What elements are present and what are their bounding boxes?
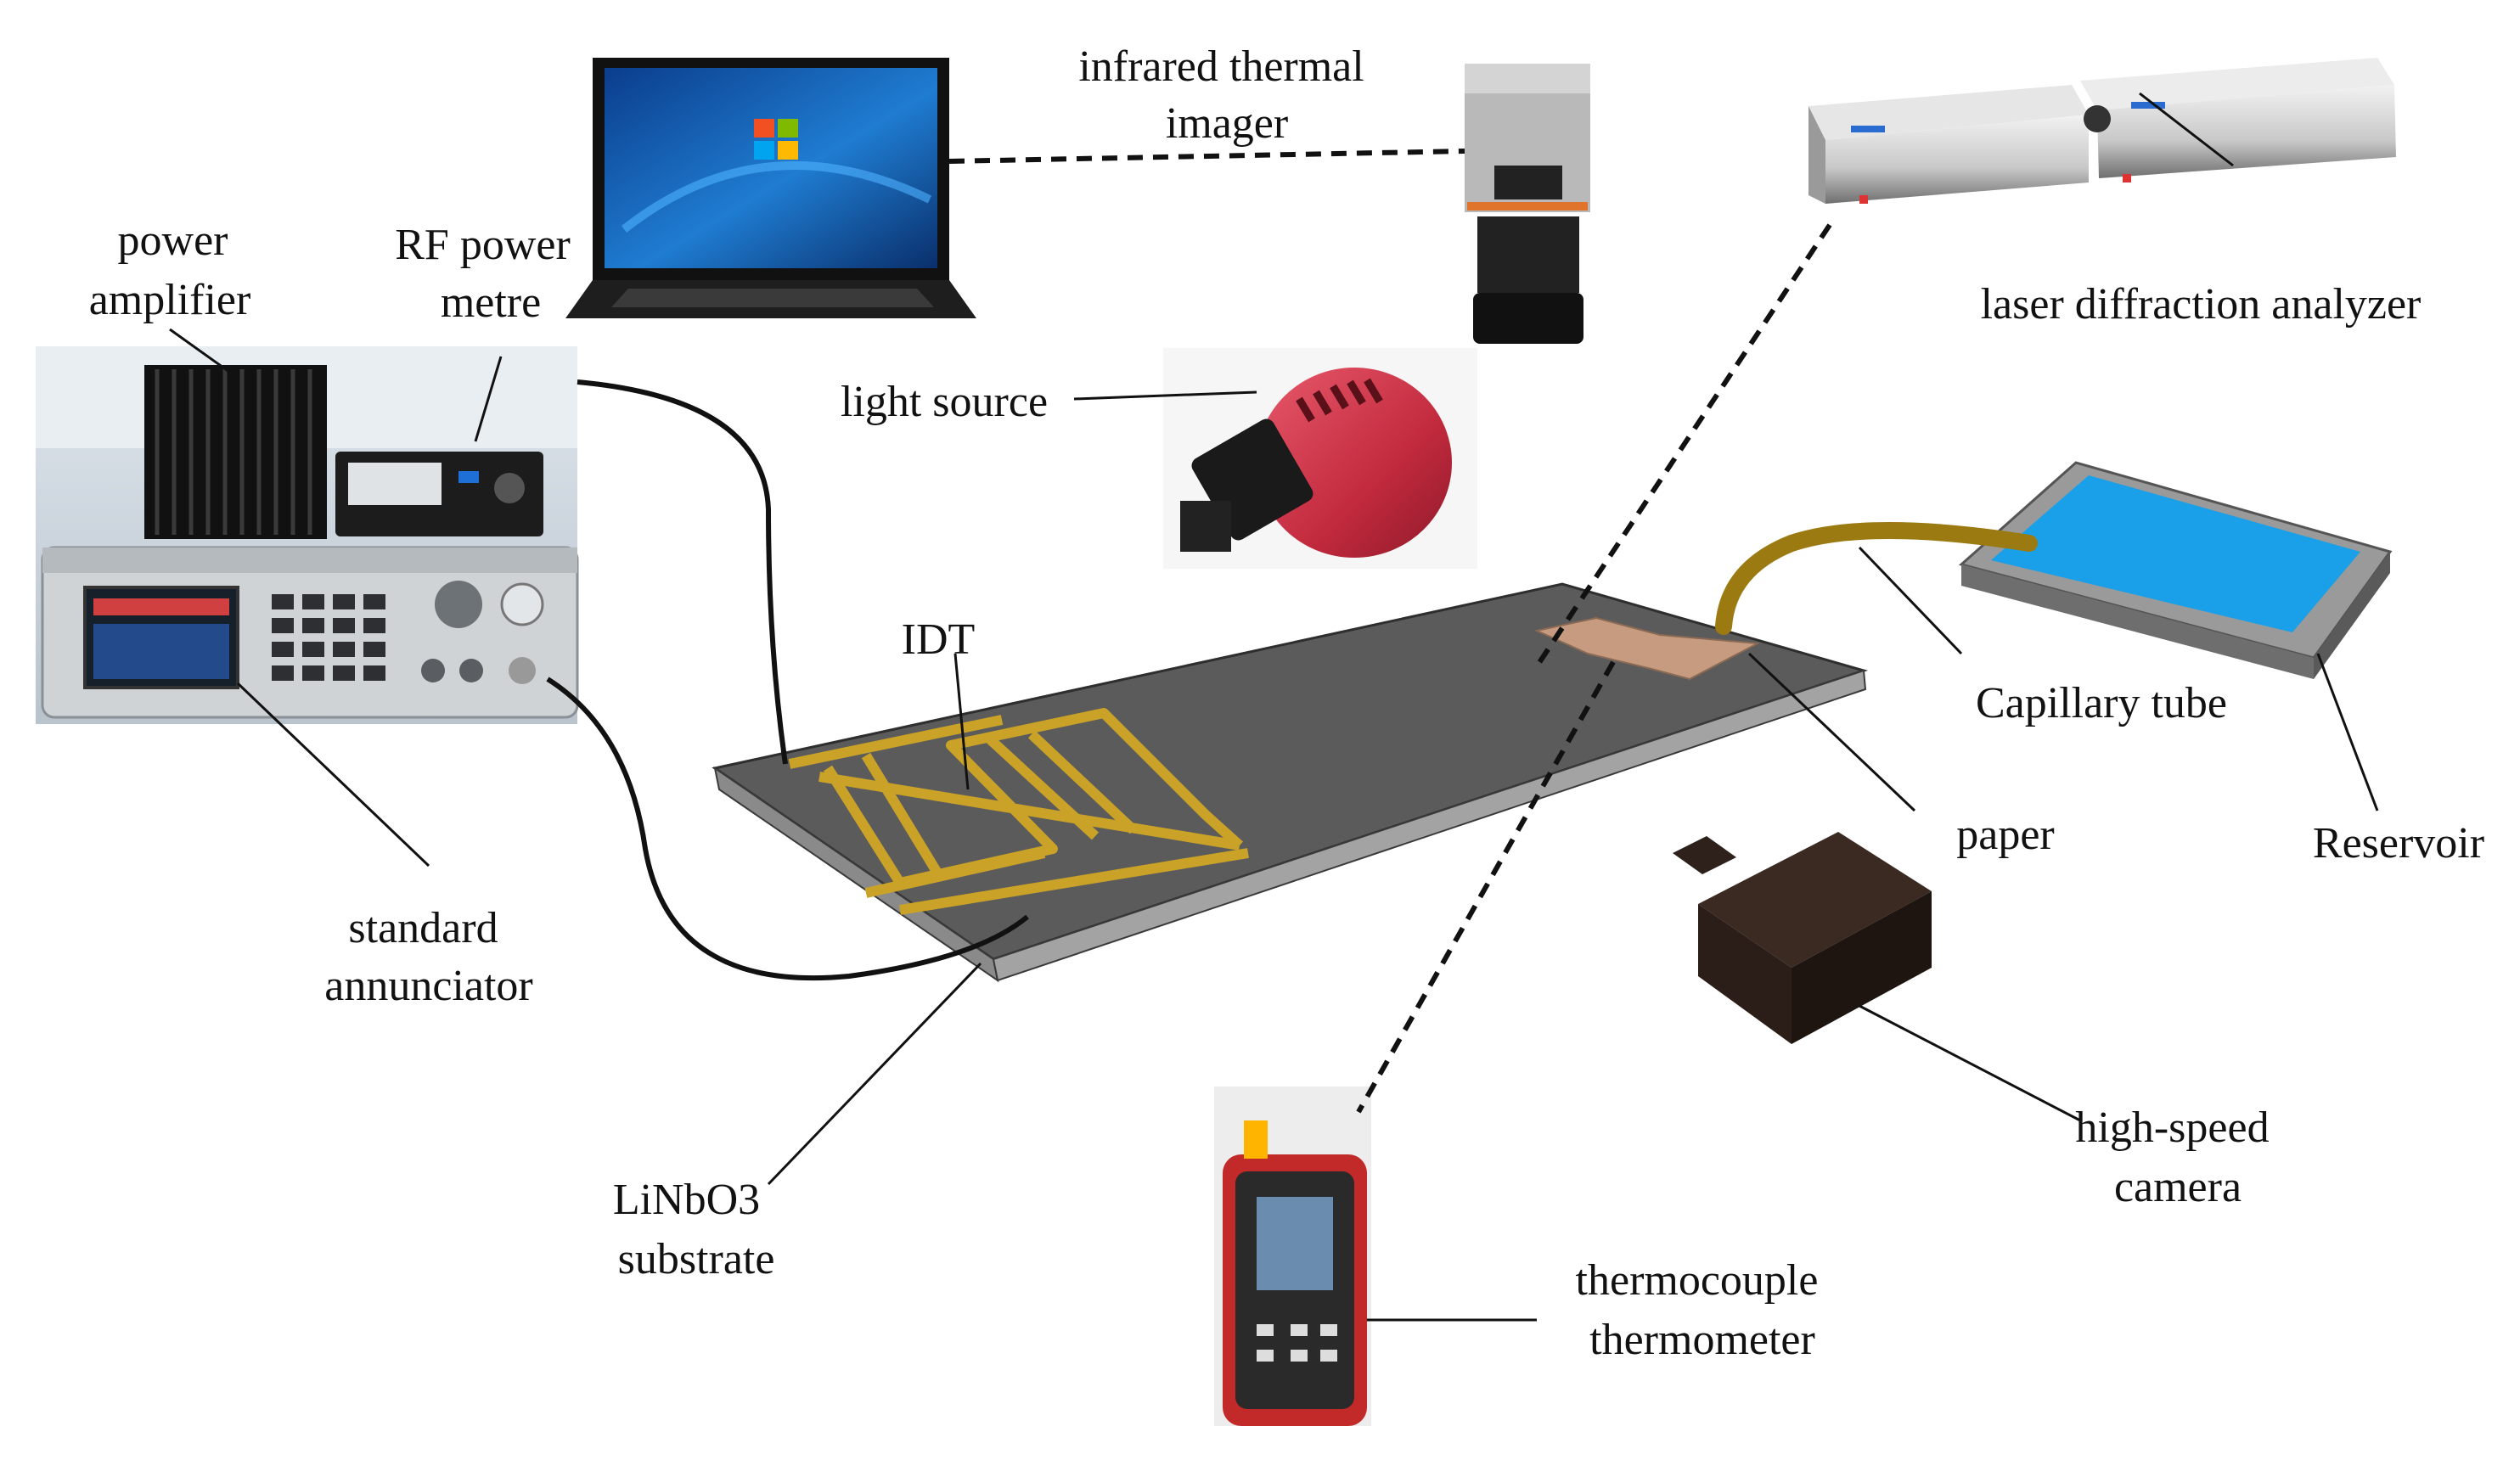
capillary-tube-shape	[1715, 522, 2038, 635]
thermometer-photo	[1214, 1087, 1371, 1426]
linbo3-chip	[712, 582, 1869, 983]
label-thermocouple-thermometer: thermocouple thermometer	[1576, 1256, 1830, 1364]
laptop	[565, 58, 976, 318]
laser-diffraction-analyzer-device	[1808, 58, 2396, 204]
infrared-camera	[1465, 64, 1590, 344]
light-source-lamp	[1163, 348, 1477, 569]
label-rf-power-metre: RF power metre	[395, 221, 582, 327]
label-high-speed-camera: high-speed camera	[2075, 1103, 2280, 1211]
label-standard-annunciator: standard annunciator	[324, 904, 532, 1010]
label-paper: paper	[1956, 811, 2054, 859]
label-idt: IDT	[902, 615, 976, 664]
cables	[546, 379, 1029, 981]
dashed-lines	[948, 149, 1832, 1114]
label-infrared-thermal-imager: infrared thermal imager	[1078, 42, 1375, 148]
label-capillary-tube: Capillary tube	[1976, 679, 2227, 727]
signal-generator-photo	[36, 346, 579, 724]
label-reservoir: Reservoir	[2313, 819, 2484, 868]
label-power-amplifier: power amplifier	[89, 216, 251, 324]
leader-lines	[169, 92, 2379, 1322]
generator-keypad	[272, 594, 385, 681]
windows-logo-icon	[754, 119, 798, 160]
idt-electrodes	[788, 708, 1249, 915]
label-laser-diffraction-analyzer: laser diffraction analyzer	[1981, 280, 2422, 328]
high-speed-camera-device	[1673, 832, 1932, 1044]
reservoir-device	[1958, 461, 2393, 679]
label-light-source: light source	[841, 378, 1048, 426]
label-linbo3-substrate: LiNbO3 substrate	[613, 1176, 775, 1283]
